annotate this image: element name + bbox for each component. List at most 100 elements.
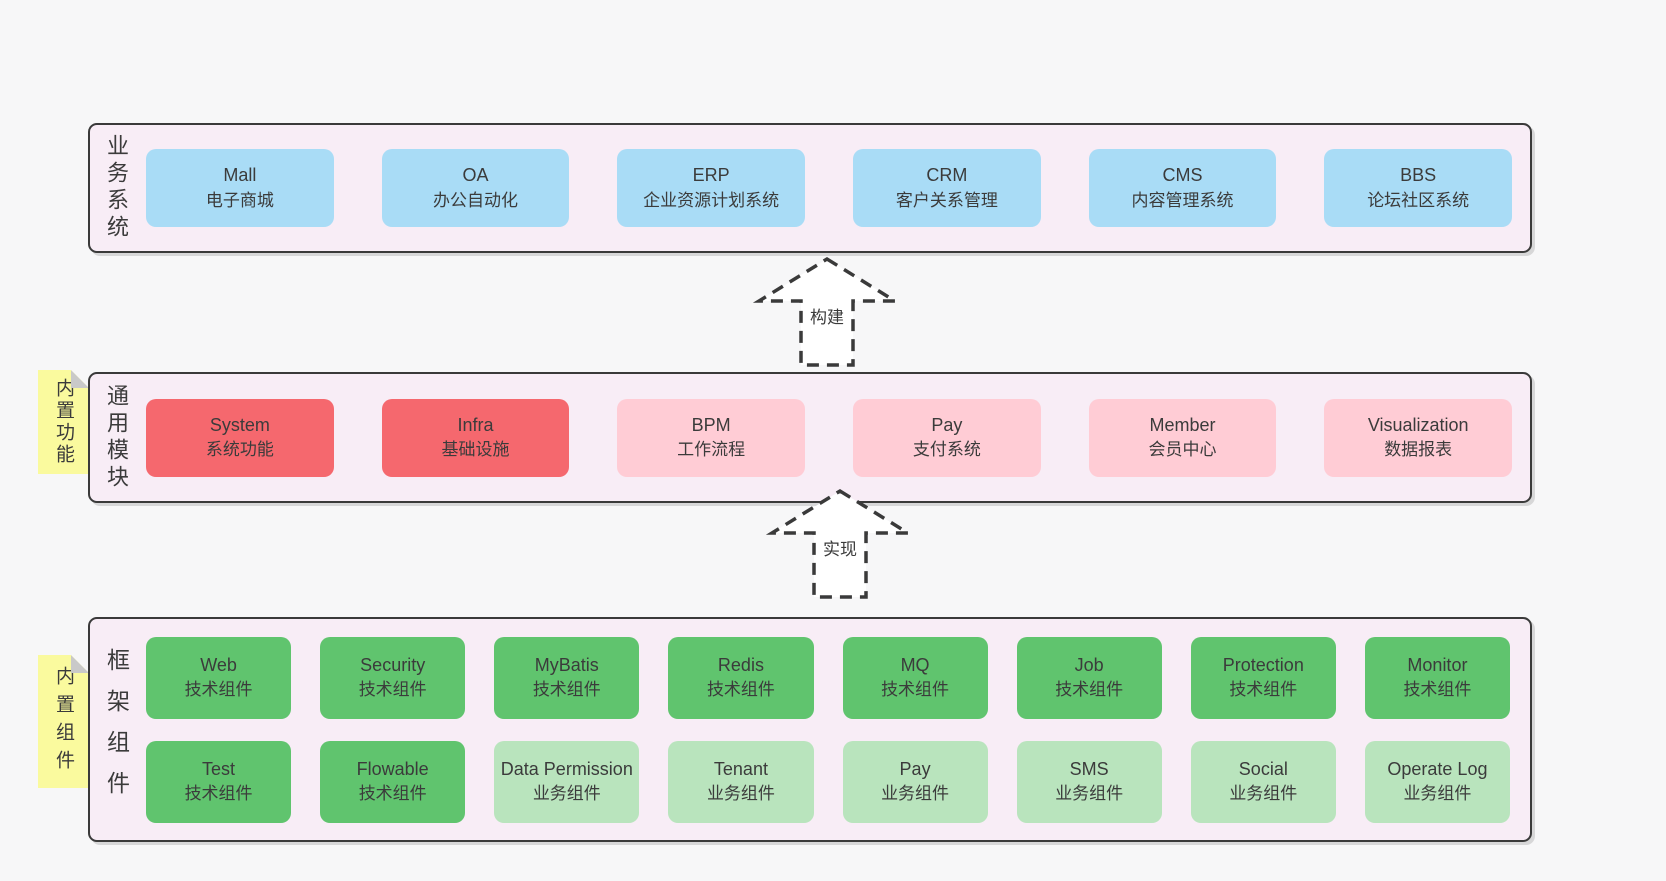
box-subtitle: 客户关系管理 [895,190,998,210]
box-subtitle: 业务组件 [1055,784,1124,804]
framework-component-rows: Web 技术组件 Security 技术组件 MyBatis 技术组件 Redi… [146,619,1510,840]
box-cms: CMS 内容管理系统 [1088,149,1277,227]
box-subtitle: 业务组件 [881,784,950,804]
box-subtitle: 会员中心 [1148,440,1217,460]
box-subtitle: 技术组件 [1229,680,1298,700]
box-mybatis: MyBatis 技术组件 [494,636,640,719]
sticky-label: 内置功能 [53,378,74,466]
box-security: Security 技术组件 [320,636,466,719]
sticky-note-builtin-features: 内置功能 [38,370,89,474]
box-subtitle: 企业资源计划系统 [643,190,780,210]
band-label-text: 业务系统 [104,134,129,242]
folded-corner-icon [71,655,89,673]
box-subtitle: 办公自动化 [433,190,518,210]
box-subtitle: 技术组件 [881,680,950,700]
box-protection: Protection 技术组件 [1190,636,1336,719]
arrow-build: 构建 [752,256,902,367]
box-web: Web 技术组件 [146,636,292,719]
box-name: MyBatis [534,654,599,675]
box-subtitle: 技术组件 [184,680,253,700]
band-business-systems: 业务系统 Mall 电子商城 OA 办公自动化 ERP 企业资源计划系统 CRM… [88,123,1532,253]
box-name: MQ [900,654,930,675]
box-name: Job [1074,654,1104,675]
up-arrow-icon [752,256,902,367]
box-name: Social [1238,758,1288,779]
band-common-modules: 通用模块 System 系统功能 Infra 基础设施 BPM 工作流程 Pay… [88,372,1532,503]
box-name: Web [200,654,237,675]
component-row-2: Test 技术组件 Flowable 技术组件 Data Permission … [146,740,1510,823]
box-subtitle: 系统功能 [205,440,274,460]
box-infra: Infra 基础设施 [381,398,570,477]
box-crm: CRM 客户关系管理 [853,149,1041,227]
box-name: Infra [457,414,494,435]
box-visualization: Visualization 数据报表 [1324,398,1513,477]
box-name: Protection [1222,654,1304,675]
arrow-implement: 实现 [765,488,915,599]
box-redis: Redis 技术组件 [668,636,814,719]
box-subtitle: 内容管理系统 [1131,190,1234,210]
box-name: Member [1149,414,1216,435]
box-pay-system: Pay 支付系统 [853,398,1041,477]
box-job: Job 技术组件 [1016,636,1162,719]
folded-corner-icon [71,370,89,388]
box-pay-component: Pay 业务组件 [842,740,988,823]
box-subtitle: 业务组件 [706,784,775,804]
box-subtitle: 数据报表 [1384,440,1453,460]
box-subtitle: 业务组件 [532,784,601,804]
arrow-label: 构建 [810,308,844,327]
band-label-common-modules: 通用模块 [98,374,134,501]
sticky-label: 内置组件 [53,665,74,778]
box-name: Pay [899,758,931,779]
box-name: BPM [691,414,731,435]
box-subtitle: 技术组件 [1403,680,1472,700]
box-name: Security [360,654,426,675]
box-bbs: BBS 论坛社区系统 [1324,149,1513,227]
box-erp: ERP 企业资源计划系统 [617,149,806,227]
box-monitor: Monitor 技术组件 [1364,636,1510,719]
box-subtitle: 技术组件 [532,680,601,700]
box-subtitle: 工作流程 [677,440,746,460]
box-name: CMS [1162,165,1203,186]
box-subtitle: 业务组件 [1229,784,1298,804]
box-name: Redis [717,654,764,675]
box-social: Social 业务组件 [1190,740,1336,823]
band-label-text: 通用模块 [104,383,129,492]
box-mall: Mall 电子商城 [146,149,334,227]
component-row-1: Web 技术组件 Security 技术组件 MyBatis 技术组件 Redi… [146,636,1510,719]
box-name: Mall [223,165,257,186]
box-subtitle: 论坛社区系统 [1367,190,1470,210]
box-name: Test [202,758,236,779]
box-system: System 系统功能 [146,398,334,477]
box-name: Monitor [1407,654,1468,675]
box-subtitle: 基础设施 [441,440,510,460]
box-flowable: Flowable 技术组件 [320,740,466,823]
band-label-text: 框架组件 [103,647,130,812]
box-name: Flowable [356,758,429,779]
box-name: CRM [926,165,968,186]
box-member: Member 会员中心 [1088,398,1277,477]
box-name: ERP [692,165,730,186]
up-arrow-icon [765,488,915,599]
box-subtitle: 电子商城 [205,190,274,210]
box-sms: SMS 业务组件 [1016,740,1162,823]
box-name: Pay [931,414,963,435]
box-name: Tenant [713,758,768,779]
box-subtitle: 支付系统 [912,440,981,460]
box-name: Data Permission [500,758,633,779]
box-tenant: Tenant 业务组件 [668,740,814,823]
band-label-business-systems: 业务系统 [98,125,134,251]
box-mq: MQ 技术组件 [842,636,988,719]
box-subtitle: 技术组件 [706,680,775,700]
box-data-permission: Data Permission 业务组件 [494,740,640,823]
box-subtitle: 技术组件 [1055,680,1124,700]
box-subtitle: 业务组件 [1403,784,1472,804]
box-subtitle: 技术组件 [358,680,427,700]
band-label-framework-components: 框架组件 [98,619,134,840]
box-operate-log: Operate Log 业务组件 [1364,740,1510,823]
box-name: OA [462,165,489,186]
box-test: Test 技术组件 [146,740,292,823]
box-name: Visualization [1367,414,1469,435]
arrow-label: 实现 [823,540,857,559]
box-name: System [209,414,270,435]
business-system-boxes: Mall 电子商城 OA 办公自动化 ERP 企业资源计划系统 CRM 客户关系… [146,125,1513,251]
